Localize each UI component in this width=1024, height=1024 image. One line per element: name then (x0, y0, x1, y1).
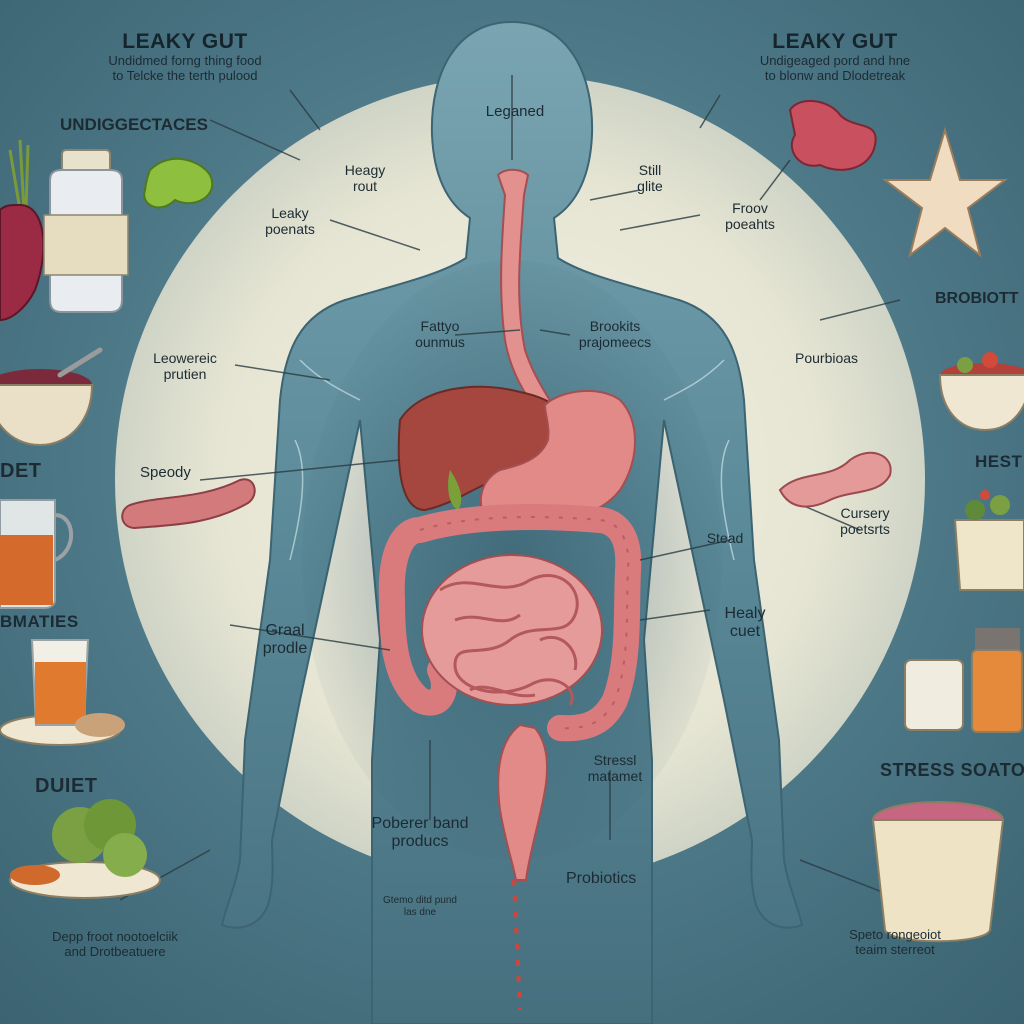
rectum (497, 723, 548, 881)
juice-glass-icon (0, 639, 125, 746)
label-speody: Speody (140, 464, 191, 481)
juice-jug-icon (0, 499, 74, 609)
green-pepper-icon (143, 157, 214, 209)
label-poberer-1: Poberer band (371, 815, 469, 832)
plant-jar-icon (953, 490, 1024, 591)
header-right-title: LEAKY GUT (772, 30, 898, 53)
label-poberer-2: producs (391, 833, 449, 851)
label-still-glite: Still glite (615, 162, 685, 194)
label-heagy-rout: Heagy rout (330, 162, 400, 194)
label-graal-1: Graal (265, 622, 305, 639)
label-stressl-1: Stressl (593, 752, 637, 768)
label-leowereic: Leowereic prutien (135, 350, 235, 382)
sausage-icon (121, 478, 256, 530)
label-graal-2: prodle (262, 640, 308, 658)
label-froov-2: poeahts (725, 216, 775, 233)
esophagus (496, 168, 554, 414)
gut-piece-icon-2 (778, 451, 892, 508)
label-leaky-poenats: Leaky poenats (240, 205, 340, 237)
header-left-subtitle-2: to Telcke the terth pulood (112, 68, 258, 84)
label-depp-froot: Depp froot nootoelciik and Drotbeatuere (10, 929, 220, 960)
small-intestine (421, 554, 603, 706)
starfish-icon (882, 126, 1008, 258)
label-undiggectaces: UNDIGGECTACES (60, 115, 208, 134)
label-gtemo-2: las dne (403, 906, 437, 918)
label-fattyo-ounmus: Fattyo ounmus (395, 318, 485, 350)
label-healy-2: cuet (729, 623, 761, 641)
label-healy-cuet: Healy cuet (705, 605, 785, 642)
header-right-subtitle-2: to blonw and Dlodetreak (764, 68, 906, 84)
label-cursery-2: poetsrts (840, 521, 890, 538)
label-froov-1: Froov (732, 200, 768, 216)
label-depp-1: Depp froot nootoelciik (52, 929, 178, 944)
label-graal-prodle: Graal prodle (240, 622, 330, 659)
label-leowereic-2: prutien (163, 366, 207, 383)
label-cursery-1: Cursery (840, 505, 890, 521)
label-healy-1: Healy (724, 605, 766, 622)
label-leganed: Leganed (485, 103, 545, 120)
label-froov-poeahts: Froov poeahts (705, 200, 795, 232)
label-brookits: Brookits prajomeecs (555, 318, 675, 350)
label-pourbioas: Pourbioas (795, 350, 859, 366)
label-gtemo-small: Gtemo ditd pund las dne (360, 895, 480, 918)
label-fattyo-1: Fattyo (420, 318, 460, 334)
header-right-subtitle-1: Undigeaged pord and hne (759, 53, 911, 69)
broccoli-icon (9, 799, 161, 899)
header-right: LEAKY GUT Undigeaged pord and hne to blo… (710, 30, 960, 84)
label-bmaties: BMATIES (0, 612, 79, 631)
label-probiotics: Probiotics (566, 870, 637, 887)
label-stressl-2: matamet (587, 768, 643, 785)
salad-bowl-icon (938, 352, 1024, 432)
label-stress-soatoc: STRESS SOATOC (880, 760, 1024, 780)
header-left-title: LEAKY GUT (122, 30, 248, 53)
label-heagy-2: rout (352, 178, 378, 195)
label-brobiott: BROBIOTT (935, 290, 1019, 307)
header-left-subtitle-1: Undidmed forng thing food (108, 53, 262, 69)
label-speto-2: teaim sterreot (855, 941, 935, 957)
label-brookits-2: prajomeecs (578, 334, 652, 351)
label-brookits-1: Brookits (589, 318, 641, 334)
label-fattyo-2: ounmus (415, 334, 465, 351)
label-heagy-1: Heagy (344, 162, 386, 178)
label-leaky-poenats-2: poenats (265, 221, 315, 238)
label-hest: HEST (975, 452, 1023, 471)
label-det: DET (0, 460, 42, 482)
label-depp-2: and Drotbeatuere (64, 943, 166, 959)
label-leaky-poenats-1: Leaky (271, 205, 309, 221)
label-cursery-poetsrts: Cursery poetsrts (820, 505, 910, 537)
label-gtemo-1: Gtemo ditd pund (383, 895, 457, 906)
label-speto-1: Speto rongeoiot (849, 927, 941, 942)
label-speto: Speto rongeoiot teaim sterreot (810, 927, 980, 958)
supplement-jar-icon (904, 628, 1023, 733)
bowl-icon (0, 347, 103, 447)
label-duiet: DUIET (35, 775, 98, 797)
yogurt-tub-icon (871, 801, 1005, 943)
bottle-icon (43, 149, 129, 313)
label-still-1: Still (638, 162, 662, 178)
label-still-2: glite (637, 178, 663, 195)
label-stead: Stead (706, 530, 744, 546)
label-poberer-band: Poberer band producs (350, 815, 490, 852)
gut-piece-icon (788, 99, 877, 171)
label-leowereic-1: Leowereic (153, 350, 217, 366)
header-left: LEAKY GUT Undidmed forng thing food to T… (60, 30, 310, 84)
beet-icon (0, 139, 45, 322)
label-stressl-matamet: Stressl matamet (560, 752, 670, 784)
large-intestine (378, 504, 642, 742)
